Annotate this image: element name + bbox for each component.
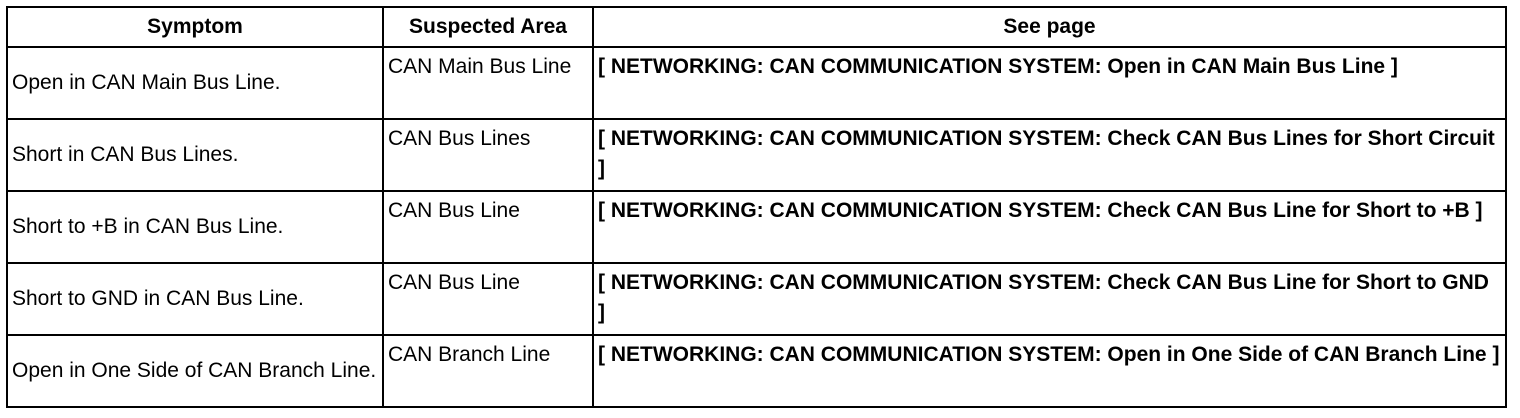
- header-symptom: Symptom: [6, 6, 384, 48]
- see-page-link[interactable]: [ NETWORKING: CAN COMMUNICATION SYSTEM: …: [592, 118, 1507, 192]
- see-page-link[interactable]: [ NETWORKING: CAN COMMUNICATION SYSTEM: …: [592, 262, 1507, 336]
- header-see-page: See page: [592, 6, 1507, 48]
- see-page-link[interactable]: [ NETWORKING: CAN COMMUNICATION SYSTEM: …: [592, 334, 1507, 408]
- symptom-cell: Open in One Side of CAN Branch Line.: [6, 334, 384, 408]
- symptom-cell: Open in CAN Main Bus Line.: [6, 46, 384, 120]
- header-suspected-area: Suspected Area: [382, 6, 594, 48]
- symptom-cell: Short to GND in CAN Bus Line.: [6, 262, 384, 336]
- see-page-link[interactable]: [ NETWORKING: CAN COMMUNICATION SYSTEM: …: [592, 190, 1507, 264]
- table-row: Open in CAN Main Bus Line. CAN Main Bus …: [6, 46, 1507, 120]
- symptom-cell: Short in CAN Bus Lines.: [6, 118, 384, 192]
- suspected-area-cell: CAN Bus Line: [382, 190, 594, 264]
- symptom-cell: Short to +B in CAN Bus Line.: [6, 190, 384, 264]
- table-row: Short to +B in CAN Bus Line. CAN Bus Lin…: [6, 190, 1507, 264]
- table-row: Short in CAN Bus Lines. CAN Bus Lines [ …: [6, 118, 1507, 192]
- suspected-area-cell: CAN Bus Line: [382, 262, 594, 336]
- suspected-area-cell: CAN Main Bus Line: [382, 46, 594, 120]
- diagnosis-table: Symptom Suspected Area See page Open in …: [6, 6, 1507, 408]
- suspected-area-cell: CAN Branch Line: [382, 334, 594, 408]
- table-row: Open in One Side of CAN Branch Line. CAN…: [6, 334, 1507, 408]
- header-row: Symptom Suspected Area See page: [6, 6, 1507, 48]
- table-row: Short to GND in CAN Bus Line. CAN Bus Li…: [6, 262, 1507, 336]
- see-page-link[interactable]: [ NETWORKING: CAN COMMUNICATION SYSTEM: …: [592, 46, 1507, 120]
- suspected-area-cell: CAN Bus Lines: [382, 118, 594, 192]
